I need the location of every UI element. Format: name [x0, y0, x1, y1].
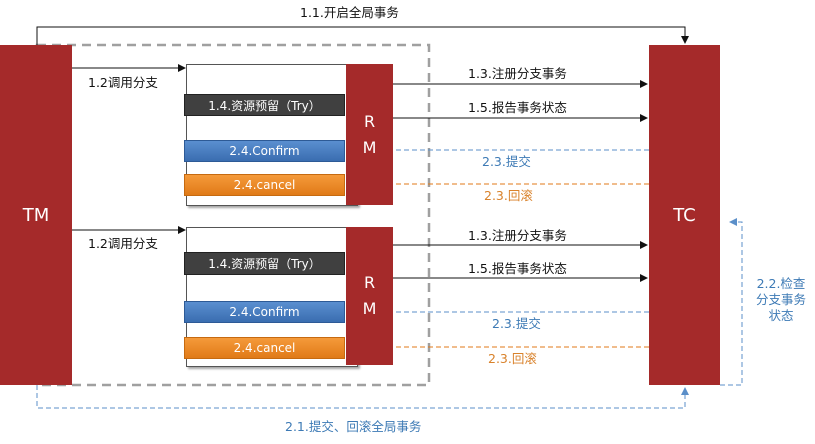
tm-label: TM [22, 204, 50, 226]
label-commit-rollback-global: 2.1.提交、回滚全局事务 [285, 419, 422, 434]
label-register-branch-1: 1.3.注册分支事务 [468, 66, 567, 81]
label-call-branch-2: 1.2调用分支 [88, 236, 158, 251]
rm-block-2: R M [346, 227, 393, 365]
arrow-commit-rollback-global [36, 385, 689, 409]
label-call-branch-1: 1.2调用分支 [88, 75, 158, 90]
tm-actor: TM [0, 45, 72, 385]
label-commit-1: 2.3.提交 [482, 154, 531, 169]
confirm-button-2[interactable]: 2.4.Confirm [184, 301, 345, 323]
arrow-check-status [720, 218, 743, 386]
rm-label-m: M [362, 137, 377, 157]
cancel-button-2[interactable]: 2.4.cancel [184, 337, 345, 359]
label-register-branch-2: 1.3.注册分支事务 [468, 228, 567, 243]
confirm-button-1[interactable]: 2.4.Confirm [184, 140, 345, 162]
arrow-start-global [36, 26, 689, 45]
label-report-status-1: 1.5.报告事务状态 [468, 100, 567, 115]
cancel-button-1[interactable]: 2.4.cancel [184, 174, 345, 196]
tc-actor: TC [649, 45, 720, 385]
label-commit-2: 2.3.提交 [492, 316, 541, 331]
rm-label-r: R [363, 273, 376, 292]
rm-label-m: M [362, 299, 377, 318]
label-check-status: 2.2.检查分支事务状态 [756, 276, 807, 323]
rm-label-r: R [363, 111, 376, 131]
label-rollback-1: 2.3.回滚 [484, 188, 533, 203]
rm-block-1: R M [346, 64, 393, 205]
label-report-status-2: 1.5.报告事务状态 [468, 261, 567, 276]
try-button-1[interactable]: 1.4.资源预留（Try） [184, 94, 345, 116]
label-start-global: 1.1.开启全局事务 [300, 5, 399, 20]
try-button-2[interactable]: 1.4.资源预留（Try） [184, 252, 345, 275]
tc-label: TC [673, 204, 696, 226]
label-rollback-2: 2.3.回滚 [488, 351, 537, 366]
